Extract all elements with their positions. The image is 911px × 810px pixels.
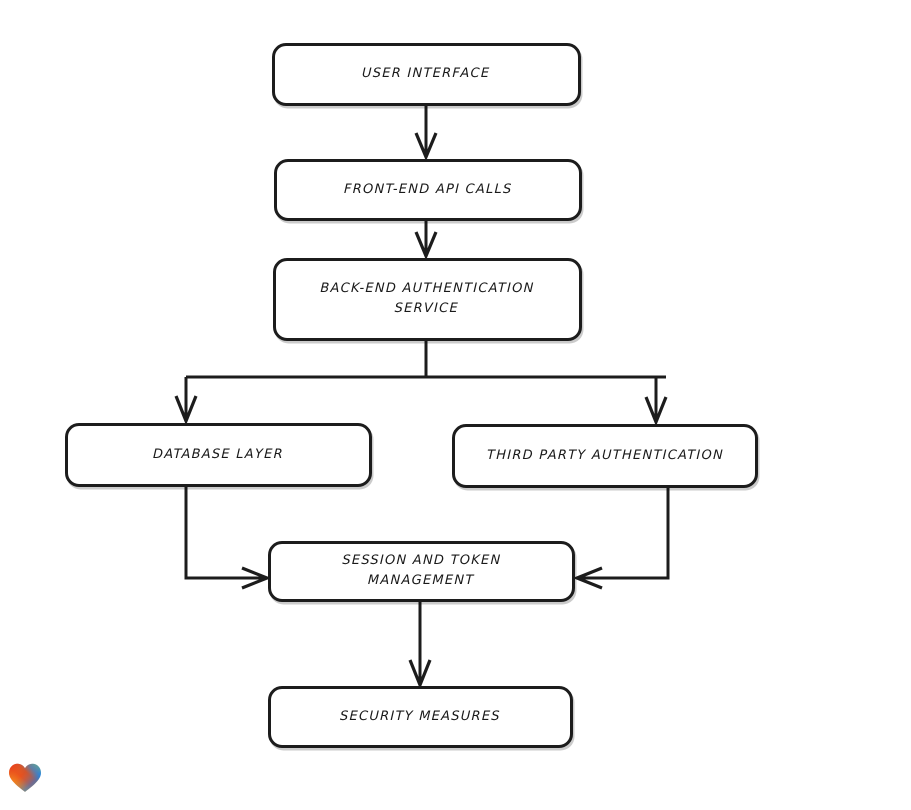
edge-backend-split (186, 341, 666, 379)
edge-backend-to-db (174, 377, 198, 426)
node-third-party-auth[interactable]: THIRD PARTY AUTHENTICATION (452, 424, 758, 488)
node-label-frontend-api-calls: FRONT-END API CALLS (343, 181, 513, 197)
node-label-user-interface: USER INTERFACE (362, 66, 491, 82)
edge-db-to-session (184, 487, 272, 590)
node-frontend-api-calls[interactable]: FRONT-END API CALLS (274, 159, 582, 221)
node-label-database-layer: DATABASE LAYER (152, 446, 285, 462)
heart-icon (9, 763, 41, 792)
edge-backend-to-third (644, 377, 668, 427)
node-label-session-token-mgmt: SESSION AND TOKEN MANAGEMENT (342, 553, 502, 589)
node-label-third-party-auth: THIRD PARTY AUTHENTICATION (486, 447, 724, 463)
node-database-layer[interactable]: DATABASE LAYER (65, 423, 372, 487)
node-label-backend-auth-service: BACK-END AUTHENTICATION SERVICE (320, 281, 536, 317)
edge-ui-to-api (414, 106, 438, 162)
node-session-token-mgmt[interactable]: SESSION AND TOKEN MANAGEMENT (268, 541, 575, 602)
node-security-measures[interactable]: SECURITY MEASURES (268, 686, 573, 748)
edge-api-to-backend (414, 221, 438, 261)
node-user-interface[interactable]: USER INTERFACE (272, 43, 581, 106)
edge-third-to-session (572, 488, 670, 590)
edge-session-to-security (408, 602, 432, 690)
node-label-security-measures: SECURITY MEASURES (339, 708, 502, 724)
node-backend-auth-service[interactable]: BACK-END AUTHENTICATION SERVICE (273, 258, 582, 341)
